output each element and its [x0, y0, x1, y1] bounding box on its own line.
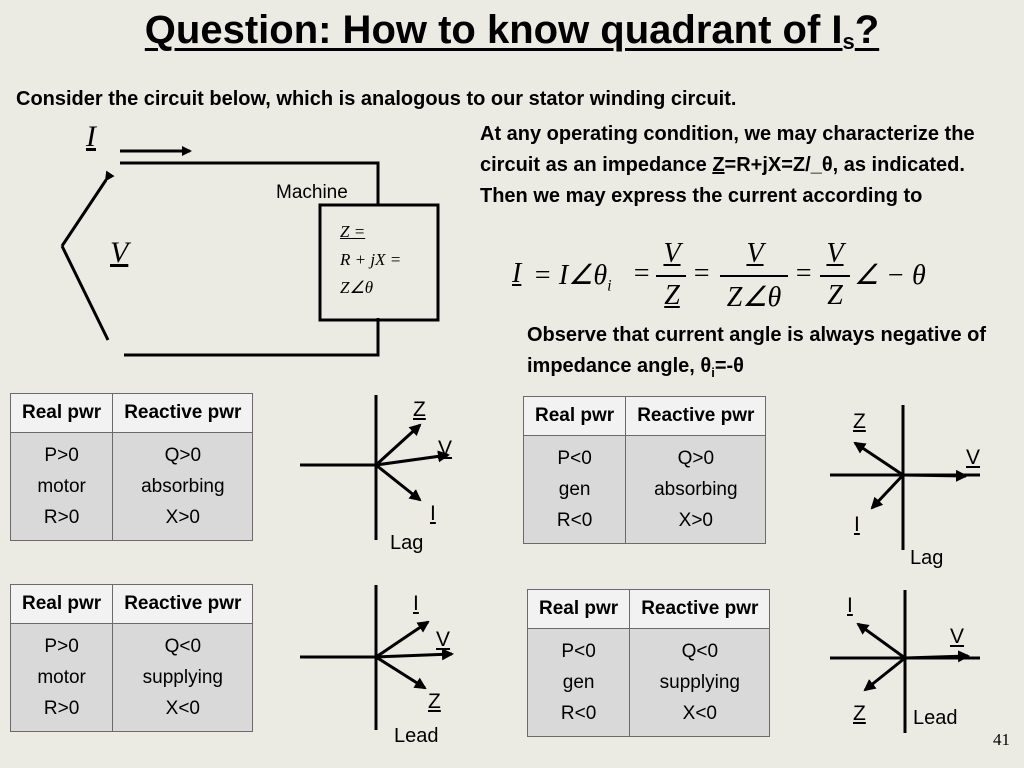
- phasor-diagram-3: [300, 585, 454, 730]
- phasor2-i-label: I: [854, 513, 860, 536]
- description-z: Z: [712, 154, 725, 176]
- phasor-diagram-1: [300, 395, 450, 540]
- phasor1-v-label: V: [438, 437, 453, 460]
- phasor2-z-label: Z: [853, 410, 866, 433]
- phasor3-i-label: I: [413, 592, 419, 615]
- machine-box: [318, 203, 440, 322]
- voltage-arrow-upper: [60, 170, 115, 247]
- phasor4-caption: Lead: [913, 707, 958, 729]
- eq-frac1-bar: [656, 275, 686, 277]
- description-part1: At any operating condition, we may chara…: [480, 123, 975, 176]
- phasor-diagram-4: [830, 590, 980, 733]
- eq-frac3-den: Z: [827, 280, 843, 311]
- eq-part1: = I∠θi: [533, 260, 612, 295]
- eq-frac2-den: Z∠θ: [726, 282, 782, 313]
- eq-frac3-bar: [820, 275, 850, 277]
- impedance-box-text: Z = R + jX = Z∠θ: [340, 218, 401, 302]
- eq-frac2-bar: [720, 275, 788, 277]
- phasor1-caption: Lag: [390, 532, 424, 554]
- circuit-top-wire: [120, 161, 380, 205]
- circuit-bottom-wire: [124, 318, 380, 357]
- phasor3-z-label: Z: [428, 690, 441, 713]
- table-header: Real pwr: [9, 393, 114, 433]
- title-subscript: s: [842, 29, 855, 54]
- impedance-line3: Z∠θ: [340, 278, 374, 297]
- eq-tail: ∠ − θ: [854, 260, 926, 291]
- eq-equal4: =: [794, 258, 813, 289]
- eq-equal2: =: [632, 258, 651, 289]
- title-question-mark: ?: [854, 8, 880, 52]
- table-header: Reactive pwr: [625, 396, 767, 436]
- phasor4-z-label: Z: [853, 702, 866, 725]
- voltage-arrow-lower: [60, 245, 110, 341]
- table-header: Real pwr: [522, 396, 627, 436]
- description-text: At any operating condition, we may chara…: [480, 119, 1000, 212]
- phasor4-v-label: V: [950, 625, 965, 648]
- eq-lhs: I: [512, 258, 522, 289]
- phasor2-caption: Lag: [910, 547, 944, 569]
- eq-frac1-num: V: [663, 238, 681, 269]
- impedance-line1: Z =: [340, 222, 366, 241]
- current-label: I: [86, 120, 96, 153]
- phasor3-caption: Lead: [394, 725, 439, 747]
- phasor3-v-label: V: [436, 628, 451, 651]
- title-text: Question: How to know quadrant of I: [144, 8, 843, 52]
- impedance-line2: R + jX =: [340, 250, 402, 269]
- observe-text: Observe that current angle is always neg…: [527, 324, 987, 380]
- phasor2-v-label: V: [966, 446, 981, 469]
- eq-frac2-num: V: [746, 238, 764, 269]
- description-part2: =R+jX=Z/_θ, as indicated. Then we may ex…: [480, 154, 965, 207]
- phasor1-i-label: I: [430, 502, 436, 525]
- page-number: 41: [993, 730, 1010, 749]
- intro-text: Consider the circuit below, which is ana…: [16, 88, 737, 110]
- table-header: Real pwr: [9, 584, 114, 624]
- table-header: Reactive pwr: [112, 584, 254, 624]
- eq-equal3: =: [692, 258, 711, 289]
- table-header: Reactive pwr: [112, 393, 254, 433]
- page-title: Question: How to know quadrant of Is?: [0, 8, 1024, 55]
- eq-frac3-num: V: [826, 238, 844, 269]
- table-header: Real pwr: [526, 589, 631, 629]
- table-header: Reactive pwr: [629, 589, 771, 629]
- phasor-diagram-2: [830, 405, 980, 550]
- voltage-label: V: [110, 236, 129, 269]
- eq-frac1-den: Z: [664, 280, 680, 311]
- phasor4-i-label: I: [847, 594, 853, 617]
- phasor1-z-label: Z: [413, 398, 426, 421]
- machine-label: Machine: [276, 182, 348, 203]
